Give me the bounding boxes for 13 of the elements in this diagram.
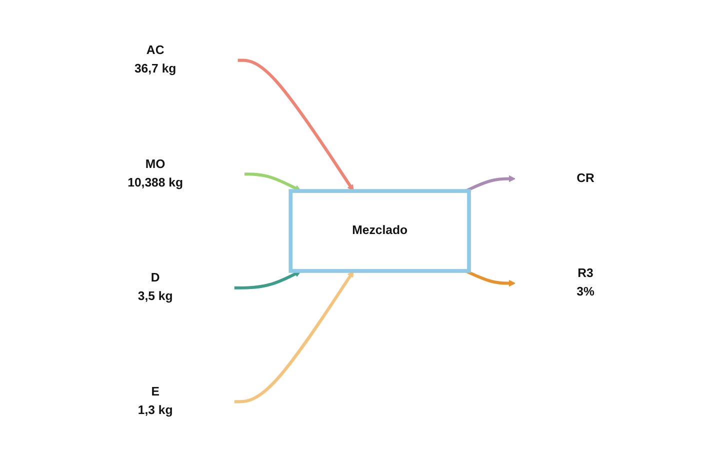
arrow	[234, 270, 302, 290]
arrow	[465, 175, 516, 192]
arrow	[234, 270, 354, 404]
node-text: E 1,3 kg	[138, 386, 173, 418]
node-text: AC 36,7 kg	[134, 44, 176, 76]
node-text: MO 10,388 kg	[128, 158, 184, 190]
arrow	[465, 270, 516, 287]
node-text: D 3,5 kg	[138, 272, 173, 304]
arrow	[238, 58, 354, 192]
node-text: R3 3%	[576, 267, 594, 299]
node-text: CR	[576, 172, 594, 185]
node-box: Mezclado	[288, 189, 471, 273]
arrow	[244, 172, 302, 192]
